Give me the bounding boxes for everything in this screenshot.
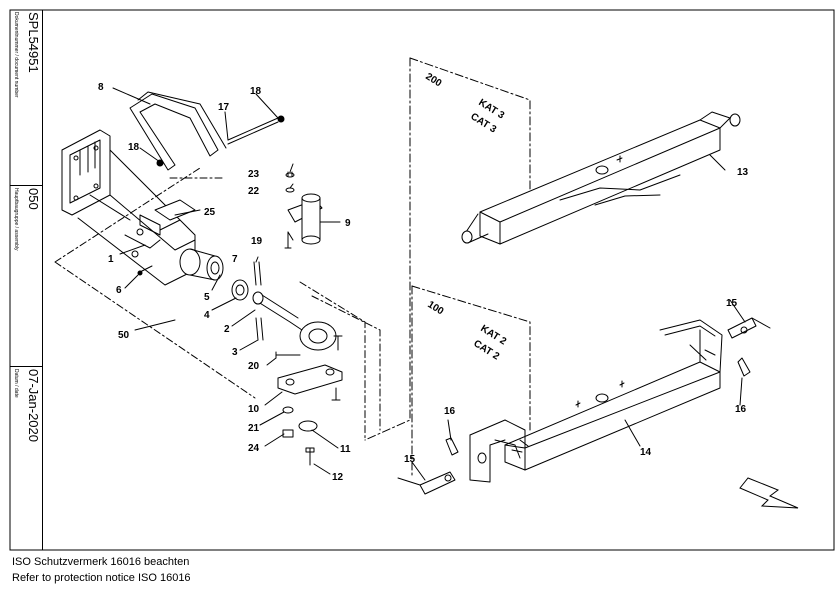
group-line-200 [364, 57, 411, 441]
callout-17: 17 [218, 102, 230, 113]
callout-9: 9 [345, 218, 351, 229]
group-line-50-right [299, 281, 366, 441]
callout-15-left: 15 [404, 454, 416, 465]
clip-part16-right [737, 357, 751, 377]
pin-part3 [255, 317, 264, 341]
washer-part21 [282, 406, 294, 414]
rod-part17 [227, 115, 285, 145]
callout-20: 20 [248, 361, 260, 372]
callout-13: 13 [737, 167, 749, 178]
group-bracket-50 [54, 167, 256, 399]
handle-part8 [129, 91, 227, 171]
callout-11: 11 [340, 444, 351, 455]
callout-16-right: 16 [735, 404, 747, 415]
callout-14: 14 [640, 447, 652, 458]
date-caption: Datum / date [13, 369, 19, 398]
disc-part11 [298, 420, 318, 432]
callout-25: 25 [204, 207, 216, 218]
pin-plate-part9 [287, 193, 323, 245]
washer-part4 [231, 279, 249, 301]
document-number: SPL54951 [26, 12, 41, 73]
bracket-line-100 [411, 285, 531, 431]
protection-notice-de: ISO Schutzvermerk 16016 beachten [12, 556, 190, 568]
callout-2: 2 [224, 324, 230, 335]
bolt-part6 [139, 265, 153, 273]
plate-part25 [154, 199, 196, 231]
screw-part19 [284, 231, 292, 249]
title-block-assembly: Hauptbaugruppe / assembly 050 [10, 186, 43, 367]
callout-6: 6 [116, 285, 122, 296]
callout-200: 200 [423, 71, 443, 89]
callout-22: 22 [248, 186, 260, 197]
callout-100: 100 [425, 299, 445, 317]
callout-16-left: 16 [444, 406, 456, 417]
protection-notice-en: Refer to protection notice ISO 16016 [12, 572, 191, 584]
callout-24: 24 [248, 443, 260, 454]
title-block-date: Datum / date 07-Jan-2020 [10, 367, 43, 550]
callout-23: 23 [248, 169, 260, 180]
callout-19: 19 [251, 236, 263, 247]
callout-50: 50 [118, 330, 130, 341]
drawbar-cat3-part13 [461, 111, 741, 245]
plate-part10 [277, 364, 343, 395]
pin-part15-right [727, 317, 771, 339]
assembly-caption: Hauptbaugruppe / assembly [13, 188, 19, 251]
group-line-9 [311, 295, 381, 431]
drawing-frame [9, 9, 835, 551]
assembly-number: 050 [26, 188, 41, 210]
bolt-part20 [275, 351, 301, 359]
clip-part16-left [445, 437, 459, 456]
pin-part7 [253, 261, 262, 286]
callout-4: 4 [204, 310, 210, 321]
callout-21: 21 [248, 423, 260, 434]
title-block-document-number: Dokumentnummer / document number SPL5495… [10, 10, 43, 186]
callout-7: 7 [232, 254, 238, 265]
screw-part12 [305, 447, 315, 466]
drawbar-cat2-part14 [469, 319, 723, 483]
callout-18-left: 18 [128, 142, 140, 153]
washers-22-23 [285, 171, 295, 193]
callout-8: 8 [98, 82, 104, 93]
pin-part15-left [397, 471, 456, 495]
bracket-line-200 [409, 57, 531, 231]
callout-15-right: 15 [726, 298, 738, 309]
callout-3: 3 [232, 347, 238, 358]
callout-5: 5 [204, 292, 210, 303]
callout-12: 12 [332, 472, 344, 483]
direction-arrow-icon [739, 477, 799, 509]
mounting-bracket-part1 [61, 129, 196, 286]
callout-1: 1 [108, 254, 114, 265]
nut-part24 [282, 429, 294, 438]
link-arm-part2 [252, 291, 337, 351]
callout-10: 10 [248, 404, 260, 415]
hub-part5 [179, 248, 224, 281]
callout-18-top: 18 [250, 86, 262, 97]
date-value: 07-Jan-2020 [26, 369, 41, 442]
document-number-caption: Dokumentnummer / document number [13, 12, 19, 98]
